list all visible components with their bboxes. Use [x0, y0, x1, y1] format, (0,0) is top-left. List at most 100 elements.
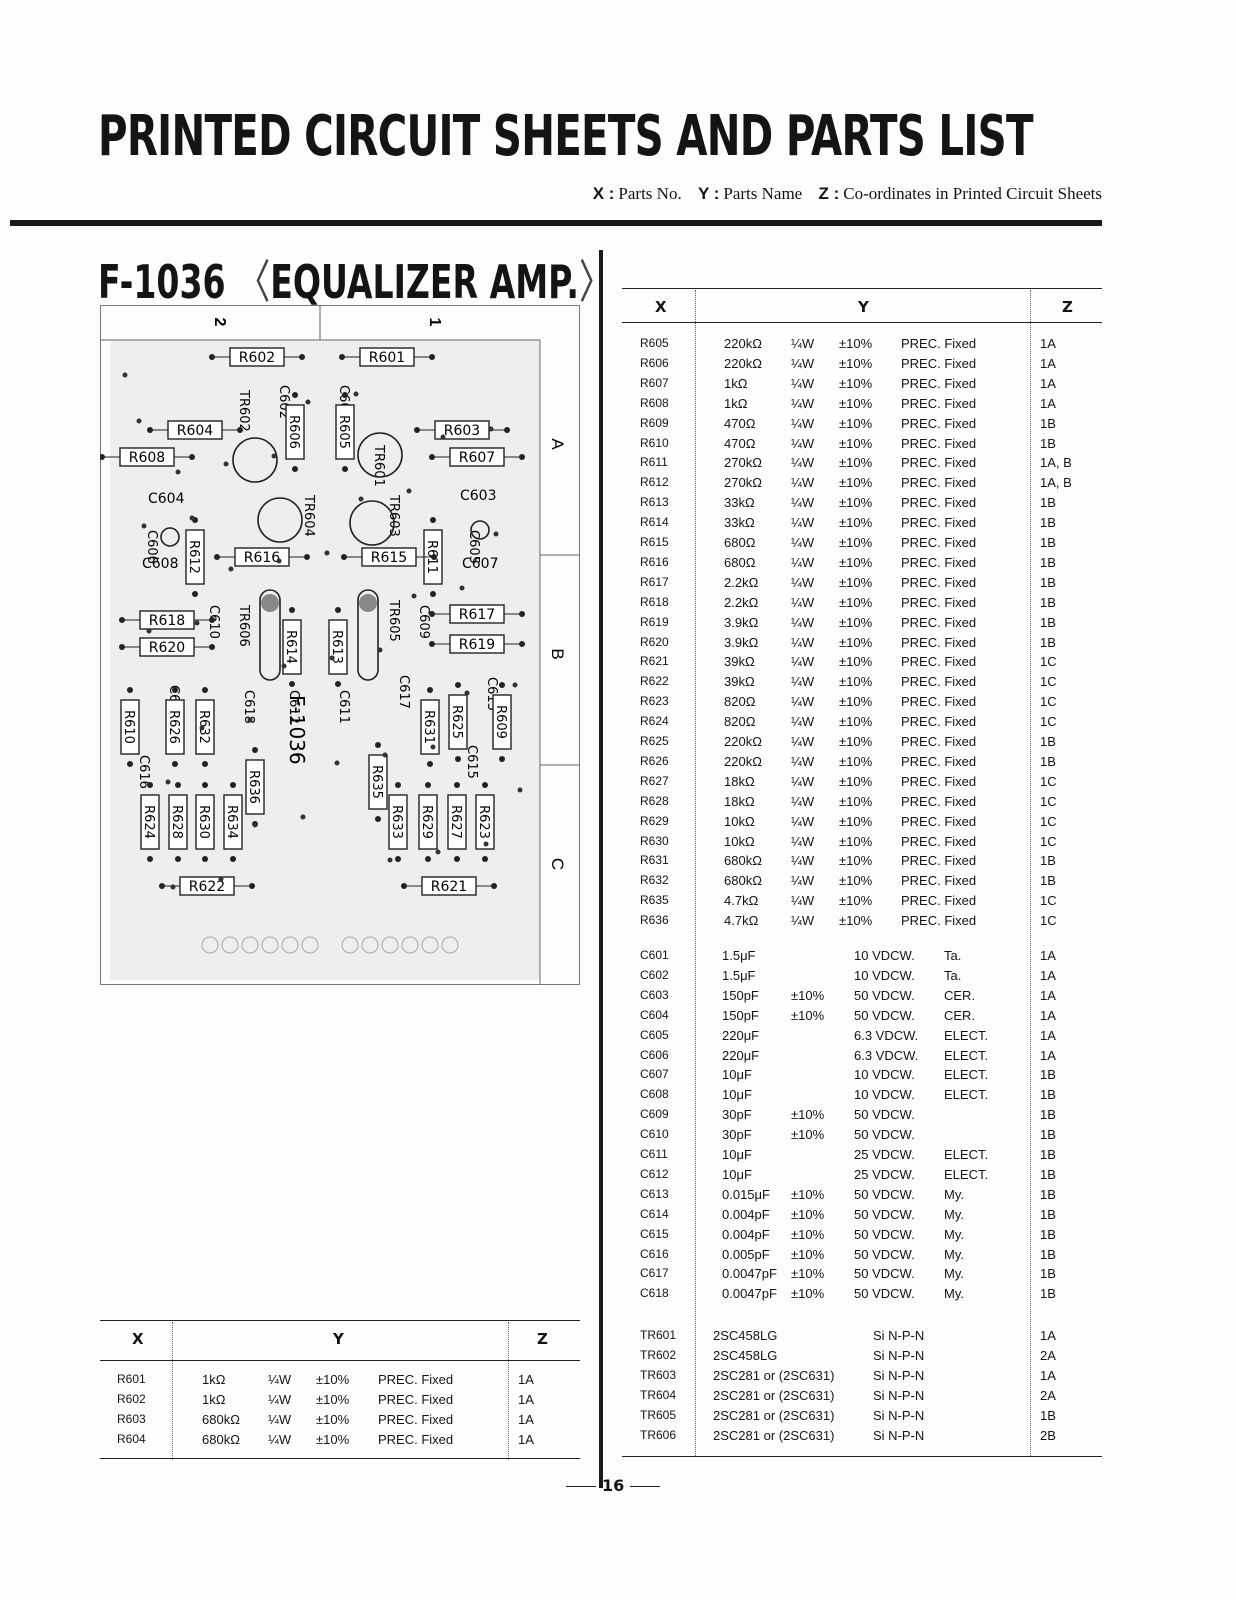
part-tolerance: ±10%: [791, 1226, 825, 1242]
part-coordinate: 1B: [1040, 495, 1056, 511]
component-label: R601: [369, 350, 405, 366]
legend-z-text: Co-ordinates in Printed Circuit Sheets: [843, 184, 1102, 203]
connector-pad-r-1: [361, 936, 379, 954]
solder-pad-31: [165, 779, 171, 785]
table-top-rule: [622, 288, 1102, 289]
part-tolerance: ±10%: [839, 833, 873, 849]
part-wattage: ¼W: [791, 355, 815, 371]
part-number: C605: [640, 1027, 669, 1042]
part-tolerance: ±10%: [839, 714, 873, 730]
col-sep: [695, 290, 696, 1456]
part-value: 4.7kΩ: [724, 893, 759, 909]
component-tr604: TR604: [301, 494, 316, 537]
part-coordinate: 1A: [1040, 355, 1056, 371]
part-coordinate: 1B: [1040, 753, 1056, 769]
component-r623: R623: [475, 782, 495, 862]
part-coordinate: 1C: [1040, 833, 1057, 849]
part-type: ELECT.: [944, 1166, 989, 1182]
connector-pad-l-0: [201, 936, 219, 954]
component-label: R633: [389, 805, 404, 839]
part-tolerance: ±10%: [839, 893, 873, 909]
part-value: 30pF: [722, 1107, 752, 1123]
part-coordinate: 1C: [1040, 913, 1057, 929]
part-value: 220kΩ: [724, 355, 762, 371]
part-number: R627: [640, 773, 669, 788]
part-value: 1kΩ: [724, 395, 748, 411]
pad: [192, 591, 198, 597]
part-number: TR604: [640, 1387, 677, 1402]
part-type: My.: [944, 1206, 964, 1222]
part-wattage: ¼W: [791, 614, 815, 630]
part-coordinate: 1C: [1040, 674, 1057, 690]
part-coordinate: 1A: [1040, 1328, 1056, 1343]
part-coordinate: 1A: [518, 1412, 534, 1427]
pad: [427, 687, 433, 693]
part-number: TR605: [640, 1407, 677, 1422]
pad: [252, 747, 258, 753]
component-c615: C615: [464, 745, 479, 779]
pad: [342, 466, 348, 472]
component-label: R629: [419, 805, 434, 839]
pad: [395, 782, 401, 788]
connector-pad-l-1: [221, 936, 239, 954]
part-tolerance: ±10%: [316, 1392, 350, 1407]
part-coordinate: 1B: [1040, 535, 1056, 550]
part-wattage: ¼W: [791, 515, 815, 531]
pad: [209, 354, 215, 360]
component-label: R628: [169, 805, 184, 839]
resistor-body: [448, 694, 468, 750]
part-wattage: ¼W: [268, 1412, 292, 1427]
solder-pad-34: [324, 550, 330, 556]
pad: [454, 856, 460, 862]
part-number: TR603: [640, 1367, 677, 1382]
part-tolerance: ±10%: [839, 813, 873, 829]
pad: [249, 883, 255, 889]
col-sep: [172, 1322, 173, 1460]
component-label: TR603: [386, 494, 401, 537]
connector-pad-l-5: [301, 936, 319, 954]
part-number: C618: [640, 1286, 669, 1301]
part-coordinate: 1A: [1040, 967, 1056, 983]
part-value: 10μF: [722, 1067, 752, 1083]
part-name: 2SC281 or (2SC631): [713, 1367, 835, 1383]
pad: [127, 761, 133, 767]
part-type: PREC. Fixed: [378, 1392, 454, 1407]
part-coordinate: 1C: [1040, 893, 1057, 909]
part-wattage: ¼W: [791, 594, 815, 610]
part-type: Si N-P-N: [873, 1387, 925, 1403]
part-coordinate: 1B: [1040, 853, 1056, 869]
part-number: R603: [117, 1412, 146, 1426]
component-r635: R635: [368, 742, 388, 822]
part-tolerance: ±10%: [839, 554, 873, 570]
pad: [375, 816, 381, 822]
component-label: C617: [396, 675, 411, 709]
component-c616: C616: [136, 755, 151, 789]
part-tolerance: ±10%: [839, 435, 873, 451]
part-value: 680Ω: [724, 554, 756, 570]
part-tolerance: ±10%: [839, 355, 873, 371]
pad: [429, 454, 435, 460]
component-r621: R621: [401, 876, 497, 896]
electrolytic-outline-0: [259, 589, 281, 681]
component-c612: C612: [286, 690, 301, 724]
part-type: PREC. Fixed: [901, 853, 977, 869]
part-value: 1kΩ: [202, 1392, 226, 1407]
component-label: R621: [431, 879, 467, 895]
part-type: Si N-P-N: [873, 1328, 925, 1343]
part-name: 2SC281 or (2SC631): [713, 1407, 835, 1423]
part-coordinate: 1B: [1040, 734, 1056, 749]
part-voltage: 50 VDCW.: [854, 1127, 915, 1143]
part-tolerance: ±10%: [791, 1186, 825, 1202]
part-coordinate: 1B: [1040, 1186, 1056, 1202]
part-wattage: ¼W: [791, 535, 815, 550]
pad: [429, 641, 435, 647]
part-value: 680kΩ: [724, 873, 762, 889]
solder-pad-24: [194, 620, 200, 626]
